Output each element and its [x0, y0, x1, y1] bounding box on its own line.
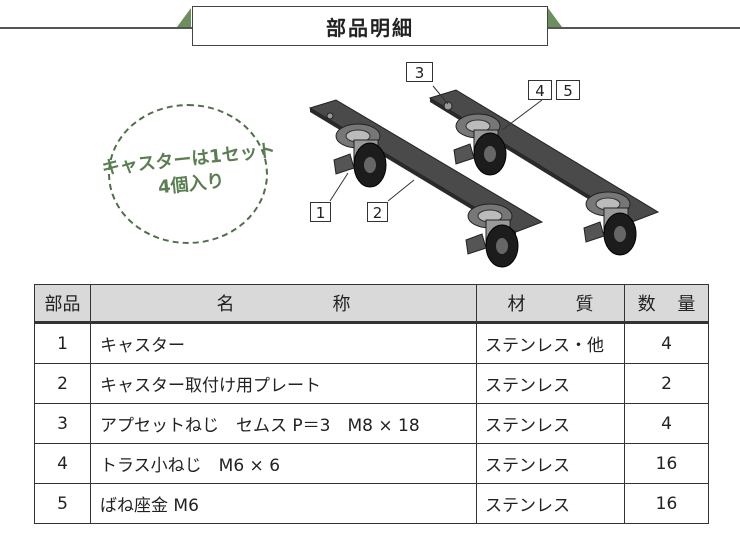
row-material: ステンレス	[476, 483, 625, 524]
page-title: 部品明細	[192, 6, 548, 46]
table-row: 5 ばね座金 M6 ステンレス 16	[34, 483, 709, 524]
row-no: 1	[34, 322, 91, 364]
caster-back-right	[583, 191, 637, 256]
parts-table: 部品 名 称 材 質 数 量 1 キャスター ステンレス・他 4 2 キャスター…	[34, 284, 709, 524]
header-left-ornament	[177, 8, 191, 27]
callout-2: 2	[367, 202, 388, 222]
row-name: ばね座金 M6	[90, 483, 477, 524]
callout-5: 5	[556, 80, 580, 100]
row-name: トラス小ねじ M6 × 6	[90, 443, 477, 484]
row-no: 3	[34, 403, 91, 444]
row-name: アプセットねじ セムス P＝3 M8 × 18	[90, 403, 477, 444]
row-qty: 4	[624, 403, 709, 444]
row-material: ステンレス	[476, 403, 625, 444]
callout-3: 3	[406, 62, 433, 82]
row-name: キャスター取付け用プレート	[90, 363, 477, 404]
col-header-qty: 数 量	[624, 284, 709, 323]
table-row: 4 トラス小ねじ M6 × 6 ステンレス 16	[34, 443, 709, 484]
callout-1: 1	[310, 202, 331, 222]
row-qty: 4	[624, 322, 709, 364]
table-row: 3 アプセットねじ セムス P＝3 M8 × 18 ステンレス 4	[34, 403, 709, 444]
row-qty: 2	[624, 363, 709, 404]
callout-4: 4	[528, 80, 552, 100]
row-material: ステンレス	[476, 443, 625, 484]
plate-back	[428, 89, 660, 256]
caster-front-left	[326, 112, 387, 188]
table-row: 1 キャスター ステンレス・他 4	[34, 322, 709, 364]
row-no: 5	[34, 483, 91, 524]
row-qty: 16	[624, 443, 709, 484]
leader-lines	[329, 85, 543, 202]
header-right-ornament	[548, 8, 562, 27]
table-header-row: 部品 名 称 材 質 数 量	[34, 284, 709, 323]
row-material: ステンレス	[476, 363, 625, 404]
row-no: 4	[34, 443, 91, 484]
col-header-material: 材 質	[476, 284, 625, 323]
row-no: 2	[34, 363, 91, 404]
table-row: 2 キャスター取付け用プレート ステンレス 2	[34, 363, 709, 404]
row-name: キャスター	[90, 322, 477, 364]
col-header-name: 名 称	[90, 284, 477, 323]
caster-front-right	[465, 203, 519, 268]
row-qty: 16	[624, 483, 709, 524]
col-header-no: 部品	[34, 284, 91, 323]
plate-front	[308, 99, 544, 268]
row-material: ステンレス・他	[476, 322, 625, 364]
dashed-badge	[108, 104, 268, 244]
caster-plate-illustration	[308, 85, 660, 268]
caster-back-left	[443, 101, 507, 176]
